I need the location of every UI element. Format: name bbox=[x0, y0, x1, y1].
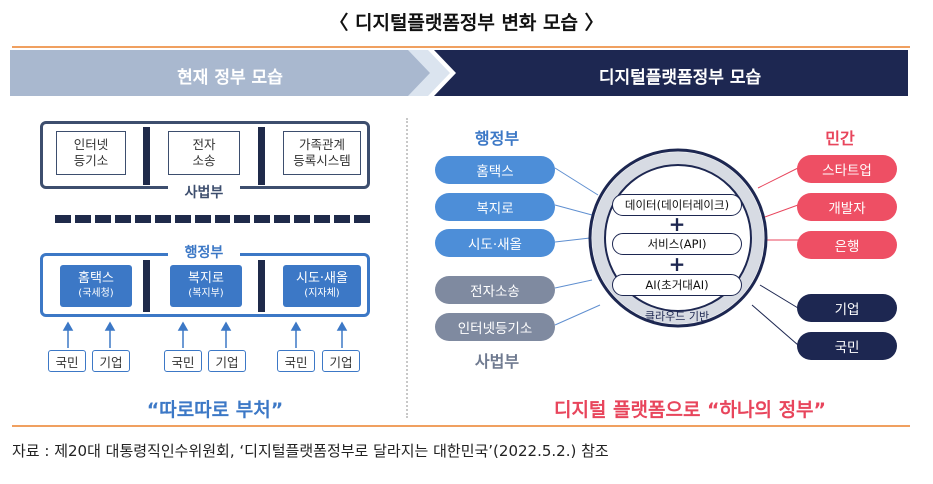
pill-ecourt: 전자소송 bbox=[435, 276, 555, 304]
judiciary-label: 사법부 bbox=[168, 182, 240, 202]
current-slogan: “따로따로 부처” bbox=[146, 398, 284, 421]
plus-sign: + bbox=[668, 252, 686, 276]
up-arrows bbox=[62, 321, 348, 348]
core-data: 데이터(데이터레이크) bbox=[612, 194, 742, 216]
plus-sign: + bbox=[668, 212, 686, 236]
citizen-box: 국민 bbox=[48, 350, 86, 372]
core-ai: AI(초거대AI) bbox=[612, 274, 742, 296]
pill-registry: 인터넷등기소 bbox=[435, 313, 555, 341]
executive-box-bokjiro: 복지로 (복지부) bbox=[170, 265, 242, 307]
future-slogan: 디지털 플랫폼으로 “하나의 정부” bbox=[553, 398, 827, 421]
silo-bar bbox=[258, 127, 265, 185]
pill-startup: 스타트업 bbox=[797, 155, 897, 183]
box-label: 가족관계 등록시스템 bbox=[293, 137, 351, 168]
banner-current: 현재 정부 모습 bbox=[177, 67, 283, 88]
box-label: 복지로 bbox=[188, 271, 224, 286]
bottom-rule bbox=[12, 425, 910, 427]
banner-future: 디지털플랫폼정부 모습 bbox=[598, 67, 762, 88]
source-note: 자료 : 제20대 대통령직인수위원회, ‘디지털플랫폼정부로 달라지는 대한민… bbox=[12, 442, 609, 460]
silo-bar bbox=[143, 260, 150, 312]
citizen-box: 국민 bbox=[164, 350, 202, 372]
pill-company: 기업 bbox=[797, 294, 897, 322]
top-rule bbox=[12, 46, 910, 48]
citizen-box: 국민 bbox=[277, 350, 315, 372]
company-box: 기업 bbox=[92, 350, 130, 372]
box-label: 인터넷 등기소 bbox=[73, 137, 109, 168]
box-sublabel: (지자체) bbox=[304, 288, 340, 299]
pill-bokjiro: 복지로 bbox=[435, 193, 555, 221]
future-judiciary-label: 사법부 bbox=[474, 352, 520, 371]
box-label: 전자 소송 bbox=[192, 137, 216, 168]
banner-graphic bbox=[10, 50, 908, 96]
judiciary-box-registry: 인터넷 등기소 bbox=[56, 131, 126, 175]
judiciary-box-ecourt: 전자 소송 bbox=[168, 131, 240, 175]
box-label: 홈택스 bbox=[78, 271, 114, 286]
pill-saeol: 시도·새올 bbox=[435, 229, 555, 257]
silo-bar bbox=[258, 260, 265, 312]
executive-box-saeol: 시도·새올 (지자체) bbox=[283, 265, 361, 307]
section-divider bbox=[406, 118, 408, 418]
box-sublabel: (복지부) bbox=[188, 288, 224, 299]
cloud-label: 클라우드 기반 bbox=[644, 310, 710, 323]
company-box: 기업 bbox=[208, 350, 246, 372]
silo-bar bbox=[143, 127, 150, 185]
company-box: 기업 bbox=[322, 350, 360, 372]
box-sublabel: (국세청) bbox=[78, 288, 114, 299]
pill-citizen: 국민 bbox=[797, 332, 897, 360]
executive-label: 행정부 bbox=[168, 242, 240, 262]
page-title: 〈 디지털플랫폼정부 변화 모습 〉 bbox=[329, 11, 604, 34]
private-label: 민간 bbox=[825, 129, 855, 148]
connection-lines bbox=[554, 167, 799, 346]
judiciary-box-family: 가족관계 등록시스템 bbox=[283, 131, 361, 175]
pill-developer: 개발자 bbox=[797, 193, 897, 221]
pill-hometax: 홈택스 bbox=[435, 156, 555, 184]
box-label: 시도·새올 bbox=[296, 271, 348, 286]
future-executive-label: 행정부 bbox=[474, 129, 520, 148]
executive-box-hometax: 홈택스 (국세청) bbox=[60, 265, 132, 307]
core-service: 서비스(API) bbox=[612, 233, 742, 255]
pill-bank: 은행 bbox=[797, 231, 897, 259]
dashed-separator bbox=[55, 215, 370, 223]
